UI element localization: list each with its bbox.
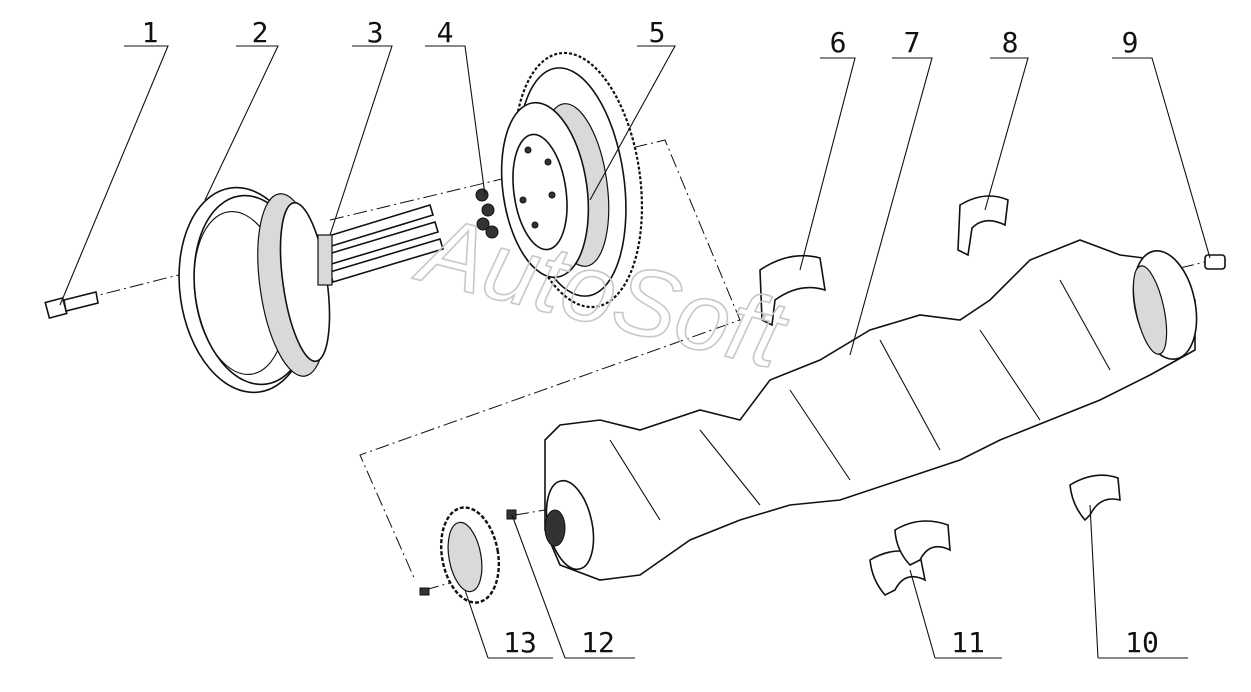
label-6: 6 (830, 26, 847, 59)
bearing-shells-lower (869, 520, 951, 596)
label-13: 13 (503, 626, 537, 659)
crankshaft (544, 239, 1198, 581)
label-5: 5 (649, 16, 666, 49)
part-labels: 1 2 3 4 5 6 7 8 9 10 11 12 13 (142, 16, 1159, 659)
label-8: 8 (1002, 26, 1019, 59)
label-1: 1 (142, 16, 159, 49)
washers (475, 188, 499, 239)
label-9: 9 (1122, 26, 1139, 59)
label-11: 11 (951, 626, 985, 659)
bearing-shell-lower-right (1069, 474, 1121, 522)
leader-lines (59, 45, 1211, 659)
label-10: 10 (1125, 626, 1159, 659)
bolt (44, 291, 99, 320)
timing-gear (419, 506, 501, 604)
bearing-shell-upper-right (957, 195, 1009, 257)
label-3: 3 (367, 16, 384, 49)
damper-pulley (178, 186, 331, 394)
long-bolts (317, 203, 444, 286)
label-12: 12 (581, 626, 615, 659)
flywheel (500, 51, 644, 309)
label-2: 2 (252, 16, 269, 49)
label-7: 7 (904, 26, 921, 59)
label-4: 4 (437, 16, 454, 49)
bearing-shell-upper-left (759, 254, 826, 327)
dowel-pin (1204, 254, 1226, 270)
small-key-pin (506, 509, 517, 520)
